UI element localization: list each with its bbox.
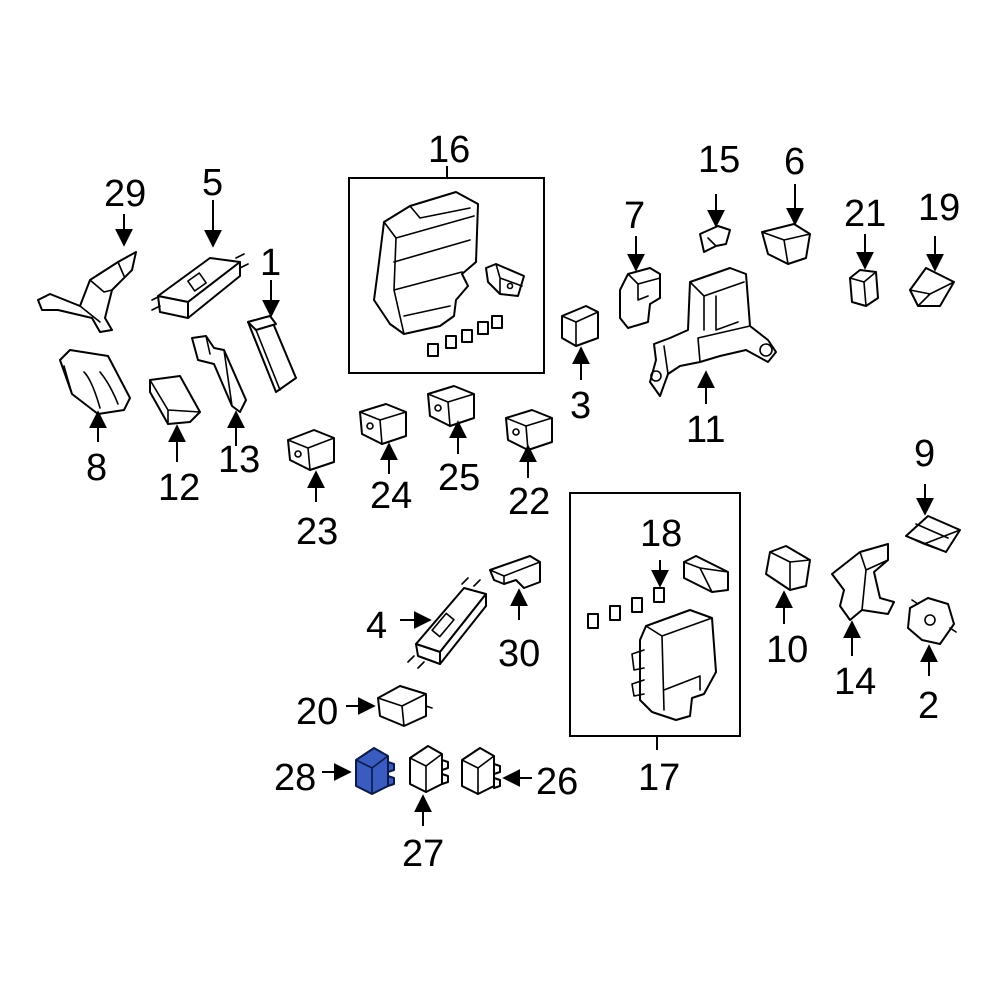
group-box-17 bbox=[569, 492, 741, 737]
part-4-module[interactable] bbox=[407, 577, 487, 669]
part-16-fuse-box[interactable] bbox=[373, 191, 525, 335]
part-11-bracket[interactable] bbox=[649, 267, 777, 397]
callout-16: 16 bbox=[428, 129, 470, 171]
callout-15: 15 bbox=[698, 139, 740, 181]
callout-29: 29 bbox=[104, 173, 146, 215]
callout-30: 30 bbox=[498, 633, 540, 675]
callout-17: 17 bbox=[638, 757, 680, 799]
part-18-fuses[interactable] bbox=[587, 587, 665, 629]
callout-22: 22 bbox=[508, 481, 550, 523]
part-12-block[interactable] bbox=[149, 375, 201, 425]
part-5-module[interactable] bbox=[151, 253, 249, 319]
part-17-fuse-box[interactable] bbox=[631, 555, 729, 721]
callout-27: 27 bbox=[402, 833, 444, 875]
part-22-relay[interactable] bbox=[505, 409, 553, 451]
callout-10: 10 bbox=[766, 629, 808, 671]
part-9-relay[interactable] bbox=[905, 515, 961, 553]
part-13-bracket[interactable] bbox=[191, 335, 247, 413]
callout-11: 11 bbox=[686, 409, 725, 451]
callout-2: 2 bbox=[918, 685, 939, 727]
callout-5: 5 bbox=[202, 162, 223, 204]
callout-12: 12 bbox=[158, 467, 200, 509]
callout-7: 7 bbox=[624, 195, 645, 237]
part-7-connector[interactable] bbox=[619, 267, 661, 329]
callout-19: 19 bbox=[918, 187, 960, 229]
part-15-clip[interactable] bbox=[699, 225, 731, 253]
callout-1: 1 bbox=[260, 242, 281, 284]
part-3-relay[interactable] bbox=[561, 305, 599, 347]
part-10-bracket[interactable] bbox=[765, 545, 811, 591]
callout-9: 9 bbox=[914, 433, 935, 475]
part-26-relay[interactable] bbox=[461, 747, 501, 795]
part-30-bracket[interactable] bbox=[489, 555, 541, 589]
part-16-fuses[interactable] bbox=[427, 315, 503, 357]
part-14-bracket[interactable] bbox=[831, 543, 895, 621]
part-21-relay[interactable] bbox=[849, 269, 879, 307]
callout-3: 3 bbox=[570, 385, 591, 427]
part-2-bracket[interactable] bbox=[907, 597, 957, 645]
part-6-relay[interactable] bbox=[761, 223, 811, 265]
callout-6: 6 bbox=[784, 141, 805, 183]
callout-24: 24 bbox=[370, 475, 412, 517]
callout-20: 20 bbox=[296, 691, 338, 733]
part-29-bracket[interactable] bbox=[37, 251, 137, 333]
callout-14: 14 bbox=[834, 661, 876, 703]
part-19-relay[interactable] bbox=[909, 267, 955, 307]
part-28-relay-highlighted[interactable] bbox=[355, 747, 395, 795]
part-20-module[interactable] bbox=[377, 685, 433, 727]
callout-13: 13 bbox=[218, 439, 260, 481]
part-27-relay[interactable] bbox=[409, 745, 449, 793]
part-24-relay[interactable] bbox=[359, 403, 407, 445]
callout-8: 8 bbox=[86, 447, 107, 489]
callout-23: 23 bbox=[296, 511, 338, 553]
part-8-cover[interactable] bbox=[59, 349, 131, 415]
part-23-relay[interactable] bbox=[287, 429, 335, 471]
callout-21: 21 bbox=[844, 193, 886, 235]
callout-18: 18 bbox=[640, 513, 682, 555]
part-1-module[interactable] bbox=[247, 315, 297, 393]
callout-4: 4 bbox=[366, 605, 387, 647]
callout-28: 28 bbox=[274, 757, 316, 799]
part-25-relay[interactable] bbox=[427, 385, 475, 427]
callout-25: 25 bbox=[438, 457, 480, 499]
callout-26: 26 bbox=[536, 761, 578, 803]
